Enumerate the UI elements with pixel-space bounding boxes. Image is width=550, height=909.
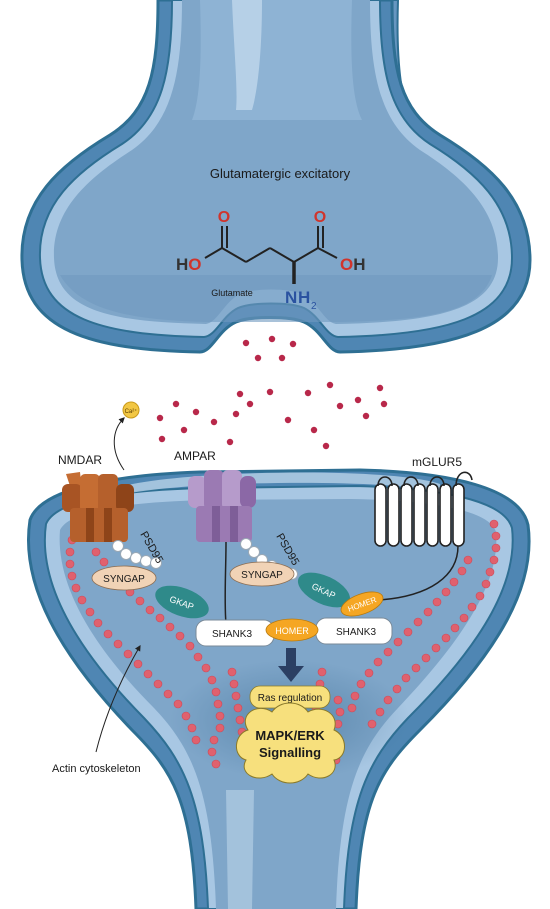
nmdar-receptor xyxy=(62,472,134,542)
hydroxyl-right: OH xyxy=(340,255,366,274)
amine-sub: 2 xyxy=(311,301,317,312)
syngap-b: SYNGAP xyxy=(229,561,295,587)
ampar-label: AMPAR xyxy=(174,449,216,463)
oh-o: O xyxy=(340,255,353,274)
mglur5-label: mGLUR5 xyxy=(412,455,462,469)
mapk-line1: MAPK/ERK xyxy=(255,728,325,743)
calcium-ion: Ca²⁺ xyxy=(113,401,140,471)
ho-h: H xyxy=(176,255,188,274)
glutamate-dots xyxy=(156,335,388,450)
ras-regulation-label: Ras regulation xyxy=(258,693,322,704)
actin-pointer xyxy=(95,644,141,753)
diagram-title: Glutamatergic excitatory xyxy=(210,166,351,181)
actin-strand-right-outer xyxy=(367,519,501,729)
atom-o-left: O xyxy=(218,209,230,226)
homer-b: HOMER xyxy=(340,591,384,617)
amine-h: H xyxy=(298,288,310,307)
shank3-a: SHANK3 xyxy=(195,619,275,647)
homer-a-label: HOMER xyxy=(275,626,309,636)
connector-lines xyxy=(224,541,459,625)
glutamate-molecule: O O HO OH N H 2 Glutamate xyxy=(176,209,366,312)
mapk-line2: Signalling xyxy=(259,745,321,760)
shank3-a-label: SHANK3 xyxy=(212,629,252,640)
presynaptic-terminal xyxy=(20,0,532,354)
syngap-b-label: SYNGAP xyxy=(241,570,283,581)
shank3-b-label: SHANK3 xyxy=(336,627,376,638)
calcium-label: Ca²⁺ xyxy=(125,408,138,415)
amine-n: N xyxy=(285,288,297,307)
actin-strand-right-inner xyxy=(347,555,473,713)
shank3-b: SHANK3 xyxy=(315,617,393,645)
atom-o-right: O xyxy=(314,209,326,226)
actin-label: Actin cytoskeleton xyxy=(52,763,141,775)
mglur5-receptor xyxy=(374,471,473,547)
ampar-receptor xyxy=(188,470,256,542)
nmdar-label: NMDAR xyxy=(58,453,102,467)
hydroxyl-left: HO xyxy=(176,255,202,274)
homer-a: HOMER xyxy=(265,618,319,642)
gkap-a: GKAP xyxy=(155,585,209,619)
oh-h: H xyxy=(353,255,365,274)
signal-arrow xyxy=(278,648,304,682)
syngap-a-label: SYNGAP xyxy=(103,574,145,585)
ho-o: O xyxy=(188,255,201,274)
molecule-name: Glutamate xyxy=(211,288,253,298)
mapk-erk-signalling: MAPK/ERK Signalling xyxy=(236,702,345,784)
gkap-b: GKAP xyxy=(297,572,351,608)
syngap-a: SYNGAP xyxy=(91,565,157,591)
